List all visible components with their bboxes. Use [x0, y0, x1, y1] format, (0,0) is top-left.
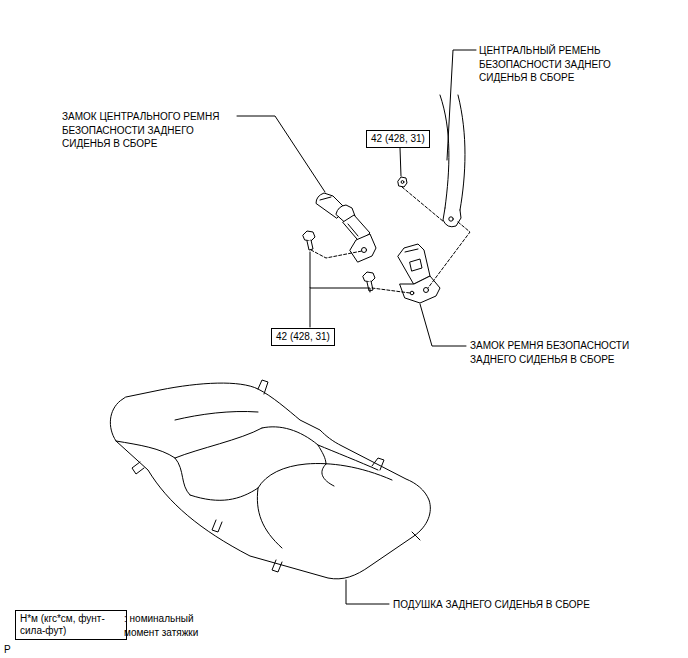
torque-value: 42 (428, 31): [276, 331, 330, 343]
torque-box: 42 (428, 31): [366, 130, 430, 148]
torque-box: 42 (428, 31): [271, 328, 335, 346]
page-code: P: [4, 643, 11, 657]
part-name: ЗАМОК РЕМНЯ БЕЗОПАСНОСТИ ЗАДНЕГО СИДЕНЬЯ…: [470, 339, 648, 366]
legend-box: Н*м (кгс*см, фунт-сила-фут): [15, 610, 127, 640]
leader-line: [237, 50, 476, 604]
torque-value: 42 (428, 31): [371, 133, 425, 145]
belt-strap: [440, 95, 465, 227]
center-buckle: [316, 193, 376, 262]
assembly-line: [311, 187, 470, 293]
part-name: ЗАМОК ЦЕНТРАЛЬНОГО РЕМНЯ БЕЗОПАСНОСТИ ЗА…: [62, 110, 234, 151]
bolt: [303, 231, 375, 291]
buckle: [398, 244, 440, 303]
legend-text: Н*м (кгс*см, фунт-сила-фут): [20, 613, 122, 637]
legend-note: : номинальный момент затяжки: [124, 612, 216, 639]
nut: [398, 177, 407, 187]
part-name: ПОДУШКА ЗАДНЕГО СИДЕНЬЯ В СБОРЕ: [393, 598, 590, 612]
part-name: ЦЕНТРАЛЬНЫЙ РЕМЕНЬ БЕЗОПАСНОСТИ ЗАДНЕГО …: [479, 44, 619, 85]
seat-cushion: [110, 380, 430, 579]
